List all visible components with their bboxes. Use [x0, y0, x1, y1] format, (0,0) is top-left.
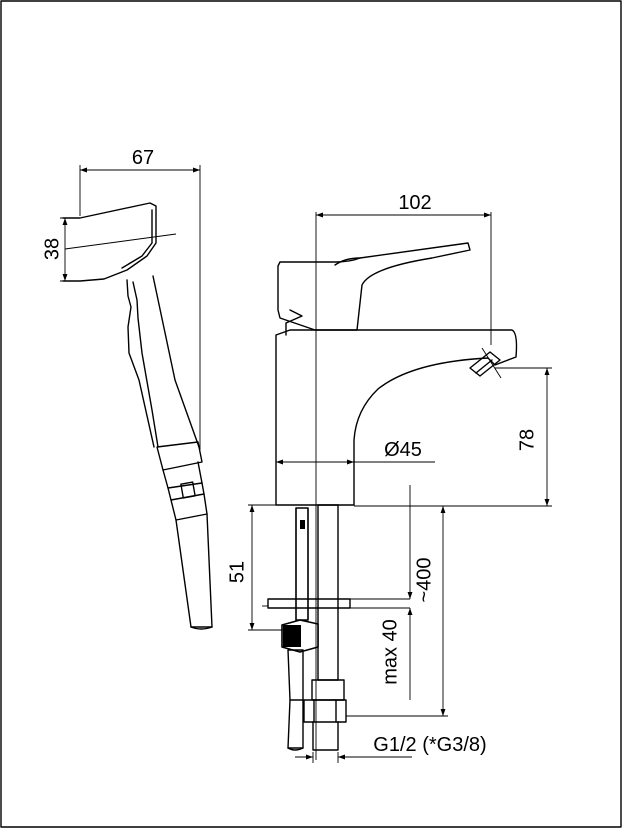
dim-102-label: 102: [398, 192, 431, 214]
dim-78-label: 78: [516, 429, 538, 451]
mixer-tap: [262, 242, 518, 751]
dim-51: [248, 504, 283, 631]
dim-67-label: 67: [132, 147, 154, 169]
dim-102: [316, 212, 492, 345]
dim-400: [346, 506, 448, 717]
dim-connection: [295, 752, 412, 763]
dim-51-label: 51: [226, 561, 248, 583]
dim-67: [79, 165, 201, 450]
dim-diameter-label: Ø45: [384, 439, 422, 461]
dim-38: [60, 217, 177, 282]
dim-78: [354, 367, 552, 507]
dim-max40: [350, 485, 413, 700]
hand-shower: [62, 202, 213, 630]
dim-connection-label: G1/2 (*G3/8): [373, 734, 486, 756]
dim-400-label: ~400: [413, 557, 435, 602]
dim-max40-label: max 40: [379, 619, 401, 685]
dim-38-label: 38: [41, 238, 63, 260]
